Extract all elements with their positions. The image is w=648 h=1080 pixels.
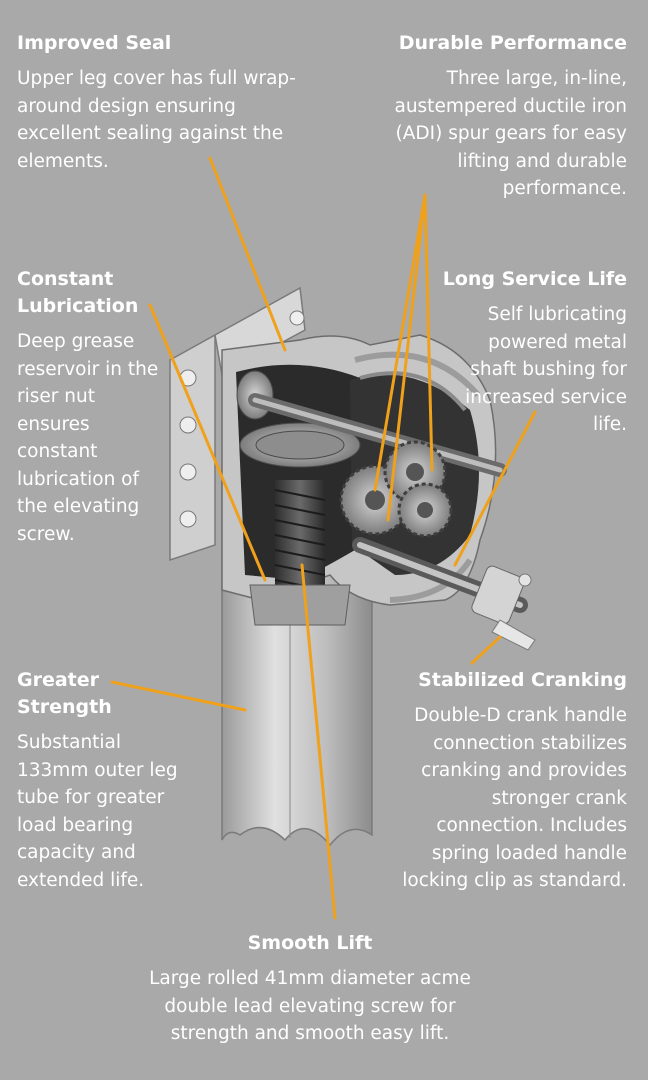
callout-improved-seal: Improved Seal Upper leg cover has full w…: [17, 30, 317, 175]
callout-title: Long Service Life: [442, 268, 627, 290]
callout-stabilized-cranking: Stabilized Cranking Double-D crank handl…: [387, 667, 627, 895]
callout-body: Deep grease reservoir in the riser nut e…: [17, 331, 159, 545]
callout-title: Smooth Lift: [247, 932, 373, 954]
callout-body: Self lubricating powered metal shaft bus…: [465, 304, 627, 435]
bolt-icon: [179, 463, 197, 481]
callout-body: Three large, in-line, austempered ductil…: [394, 68, 627, 199]
crank-connection: [352, 537, 536, 651]
callout-body: Substantial 133mm outer leg tube for gre…: [17, 732, 178, 891]
leader-greater-strength: [110, 680, 247, 712]
leader-long-service-life: [453, 410, 537, 567]
callout-title: Greater Strength: [17, 669, 112, 718]
callout-greater-strength: Greater Strength Substantial 133mm outer…: [17, 667, 195, 894]
callout-durable-performance: Durable Performance Three large, in-line…: [387, 30, 627, 203]
callout-title: Improved Seal: [17, 32, 172, 54]
callout-title: Constant Lubrication: [17, 268, 139, 317]
bolt-icon: [179, 510, 197, 528]
leader-durable-performance-3: [423, 193, 434, 472]
mounting-flange: [169, 286, 306, 562]
callout-smooth-lift: Smooth Lift Large rolled 41mm diameter a…: [130, 930, 490, 1048]
leader-improved-seal: [208, 156, 287, 352]
leader-durable-performance-1: [373, 193, 427, 492]
drive-shaft: [248, 393, 507, 477]
leader-smooth-lift: [300, 563, 337, 920]
callout-title: Stabilized Cranking: [418, 669, 627, 691]
leader-constant-lubrication: [148, 303, 267, 582]
callout-title: Durable Performance: [398, 32, 627, 54]
callout-constant-lubrication: Constant Lubrication Deep grease reservo…: [17, 266, 167, 548]
leader-stabilized-cranking: [470, 635, 502, 665]
bolt-icon: [289, 310, 305, 326]
callout-long-service-life: Long Service Life Self lubricating power…: [437, 266, 627, 439]
leader-durable-performance-2: [386, 193, 427, 522]
elevating-screw: [249, 480, 351, 626]
callout-body: Large rolled 41mm diameter acme double l…: [149, 968, 471, 1044]
callout-body: Upper leg cover has full wrap-around des…: [17, 68, 296, 172]
callout-body: Double-D crank handle connection stabili…: [402, 705, 627, 891]
bolt-icon: [179, 416, 197, 434]
